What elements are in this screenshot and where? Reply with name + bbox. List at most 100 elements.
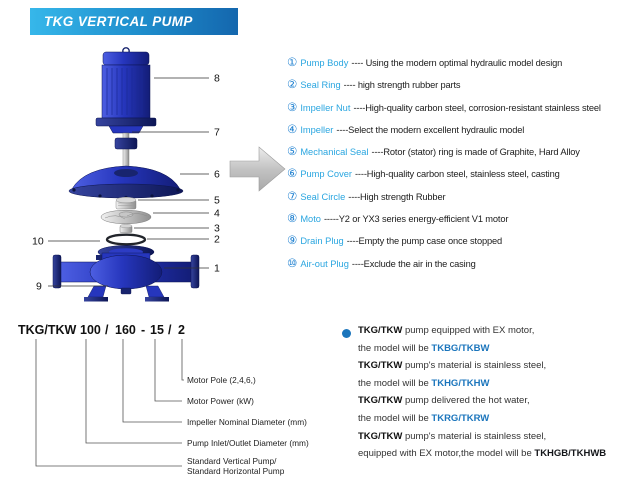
part-label: Moto xyxy=(300,214,321,225)
callout-7: 7 xyxy=(214,127,220,139)
label-motor-pole: Motor Pole (2,4,6,) xyxy=(187,375,256,385)
label-standard-horizontal: Standard Horizontal Pump xyxy=(187,466,285,476)
model-segment-power: 15 xyxy=(150,323,164,337)
note-model-code: TKHG/TKHW xyxy=(431,377,490,389)
note-model-code: TKRG/TKRW xyxy=(431,412,490,424)
callout-numbers: 8 7 6 5 4 3 2 10 1 9 xyxy=(32,73,220,293)
pump-cover xyxy=(68,165,184,200)
model-code-breakdown: TKG/TKW 100 / 160 - 15 / 2 Motor Pole (2… xyxy=(18,323,309,476)
callout-lines xyxy=(48,77,209,287)
label-impeller-diameter: Impeller Nominal Diameter (mm) xyxy=(187,417,307,427)
note-item: TKG/TKW pump's material is stainless ste… xyxy=(358,428,614,463)
note-item: TKG/TKW pump equipped with EX motor, the… xyxy=(358,322,614,357)
callout-9: 9 xyxy=(36,281,42,293)
shaft-coupling xyxy=(114,132,138,169)
label-motor-power: Motor Power (kW) xyxy=(187,396,254,406)
part-number-icon: ① xyxy=(287,57,298,69)
part-desc: ----High-quality carbon steel, corrosion… xyxy=(353,102,601,113)
part-label: Impeller xyxy=(300,124,334,135)
note-condition: pump equipped with EX motor, xyxy=(402,325,535,336)
seal-ring xyxy=(105,233,147,246)
model-code: TKG/TKW 100 / 160 - 15 / 2 xyxy=(18,323,185,337)
part-number-icon: ⑧ xyxy=(287,213,298,226)
model-segment-inlet: 100 xyxy=(80,323,101,337)
part-desc: -----Y2 or YX3 series energy-efficient V… xyxy=(323,214,509,225)
part-label: Impeller Nut xyxy=(300,102,351,113)
model-segment-impeller: 160 xyxy=(115,323,136,337)
part-number-icon: ⑨ xyxy=(287,235,298,248)
part-desc: ----Empty the pump case once stopped xyxy=(346,236,503,247)
note-condition: pump's material is stainless steel, xyxy=(402,430,547,442)
callout-8: 8 xyxy=(214,73,220,85)
note-result-prefix: the model will be xyxy=(358,377,432,389)
callout-1: 1 xyxy=(214,263,220,275)
callout-3: 3 xyxy=(214,223,220,235)
callout-10: 10 xyxy=(32,236,44,248)
label-standard-vertical: Standard Vertical Pump/ xyxy=(187,456,277,466)
part-label: Drain Plug xyxy=(300,236,344,247)
right-arrow-icon xyxy=(229,146,286,192)
part-desc: ---- Using the modern optimal hydraulic … xyxy=(351,58,563,68)
part-desc: ----High-quality carbon steel, stainless… xyxy=(354,169,560,180)
part-desc: ----Exclude the air in the casing xyxy=(351,258,476,269)
model-segment-series: TKG/TKW xyxy=(18,323,77,337)
note-item: TKG/TKW pump's material is stainless ste… xyxy=(358,357,614,392)
part-desc: ----Rotor (stator) ring is made of Graph… xyxy=(371,147,580,158)
part-number-icon: ⑤ xyxy=(287,146,298,159)
part-label: Pump Body xyxy=(300,58,349,68)
pump-exploded-diagram: 8 7 6 5 4 3 2 10 1 9 xyxy=(32,47,220,302)
motor xyxy=(95,47,157,134)
model-segment-slash1: / xyxy=(105,323,109,337)
note-series: TKG/TKW xyxy=(358,395,403,407)
part-label: Mechanical Seal xyxy=(300,147,369,158)
note-series: TKG/TKW xyxy=(358,360,403,372)
note-result-prefix: the model will be xyxy=(358,412,432,424)
callout-4: 4 xyxy=(214,208,220,220)
part-number-icon: ⑥ xyxy=(287,168,298,181)
note-model-code: TKBG/TKBW xyxy=(431,342,490,354)
pump-body xyxy=(52,245,200,302)
part-desc: ---- high strength rubber parts xyxy=(343,80,461,91)
part-number-icon: ⑩ xyxy=(287,257,298,270)
model-segment-slash2: / xyxy=(168,323,172,337)
part-label: Pump Cover xyxy=(300,169,352,180)
part-number-icon: ④ xyxy=(287,123,298,136)
note-condition: pump's material is stainless steel, xyxy=(402,360,547,372)
note-item: TKG/TKW pump delivered the hot water, th… xyxy=(358,392,614,427)
model-notes: TKG/TKW pump equipped with EX motor, the… xyxy=(358,322,614,463)
model-segment-pole: 2 xyxy=(178,323,185,337)
part-desc: ----Select the modern excellent hydrauli… xyxy=(336,124,525,135)
note-condition: pump delivered the hot water, xyxy=(402,395,530,407)
air-out-plug xyxy=(96,255,102,260)
note-model-code: TKHGB/TKHWB xyxy=(534,448,607,460)
impeller-nut xyxy=(119,223,133,233)
note-result-prefix: the model will be xyxy=(358,342,432,354)
note-series: TKG/TKW xyxy=(358,325,403,336)
part-number-icon: ③ xyxy=(287,101,298,114)
callout-2: 2 xyxy=(214,234,220,246)
drain-plug xyxy=(120,287,132,295)
page-title: TKG VERTICAL PUMP xyxy=(30,8,238,35)
model-segment-dash: - xyxy=(141,323,145,337)
model-code-lines xyxy=(35,339,184,467)
note-series: TKG/TKW xyxy=(358,430,403,442)
mechanical-seal xyxy=(115,196,137,210)
impeller xyxy=(100,209,152,225)
label-inlet-diameter: Pump Inlet/Outlet Diameter (mm) xyxy=(187,438,309,448)
part-number-icon: ② xyxy=(287,79,298,92)
part-label: Air-out Plug xyxy=(300,258,349,269)
callout-5: 5 xyxy=(214,195,220,207)
part-desc: ----High strength Rubber xyxy=(348,191,446,202)
